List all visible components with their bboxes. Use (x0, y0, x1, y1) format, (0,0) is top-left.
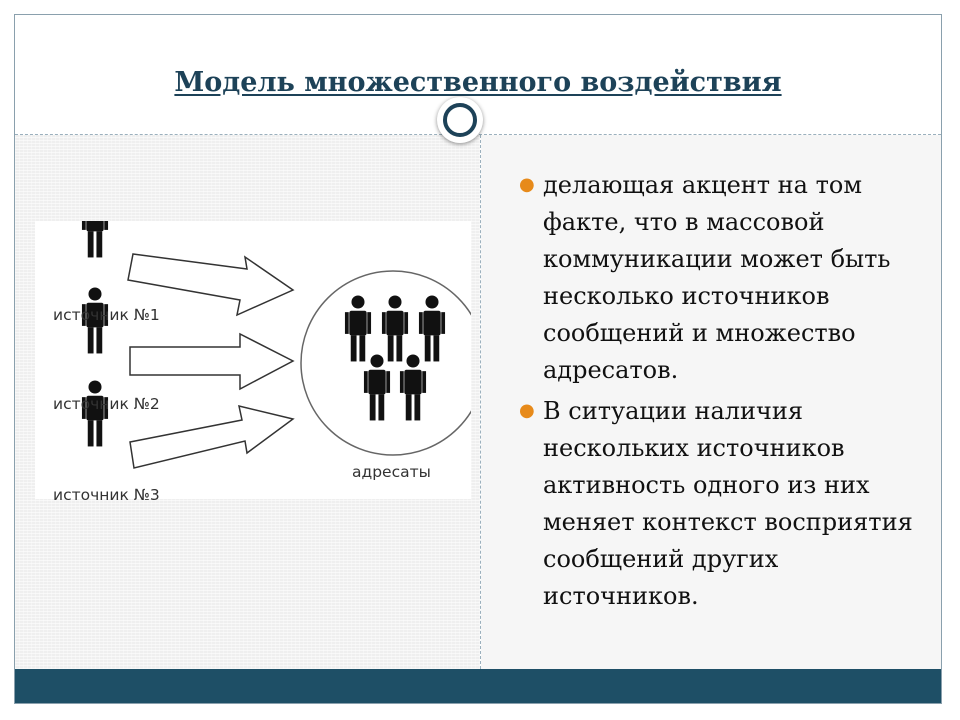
source-label-3: источник №3 (53, 486, 160, 504)
bullet-list: ● делающая акцент на том факте, что в ма… (519, 167, 939, 619)
bottom-bar (15, 669, 941, 703)
bullet-text: делающая акцент на том факте, что в масс… (543, 171, 891, 384)
target-label: адресаты (352, 463, 431, 481)
arrow-1-icon (127, 253, 295, 317)
column-divider (480, 135, 481, 669)
diagram-figure: источник №1 источник №2 источник №3 адре… (35, 221, 471, 504)
source-person-3-icon (81, 380, 109, 447)
source-label-2: источник №2 (53, 395, 160, 413)
bullet-dot-icon: ● (519, 174, 535, 195)
recipients-circle (300, 270, 471, 456)
bullet-item: ● В ситуации наличия нескольких источник… (519, 393, 939, 615)
slide-title: Модель множественного воздействия (174, 67, 782, 98)
diagram-svg (81, 221, 471, 469)
arrow-3-icon (129, 404, 295, 469)
slide-frame: Модель множественного воздействия (14, 14, 942, 704)
circle-ornament-icon (437, 97, 483, 143)
source-label-1: источник №1 (53, 306, 160, 324)
bullet-dot-icon: ● (519, 400, 535, 421)
bullet-text: В ситуации наличия нескольких источников… (543, 397, 913, 610)
source-person-1-icon (81, 221, 109, 258)
arrow-2-icon (129, 332, 295, 391)
right-panel (481, 135, 941, 669)
ring-icon (443, 103, 477, 137)
bullet-item: ● делающая акцент на том факте, что в ма… (519, 167, 939, 389)
title-divider (15, 134, 941, 135)
